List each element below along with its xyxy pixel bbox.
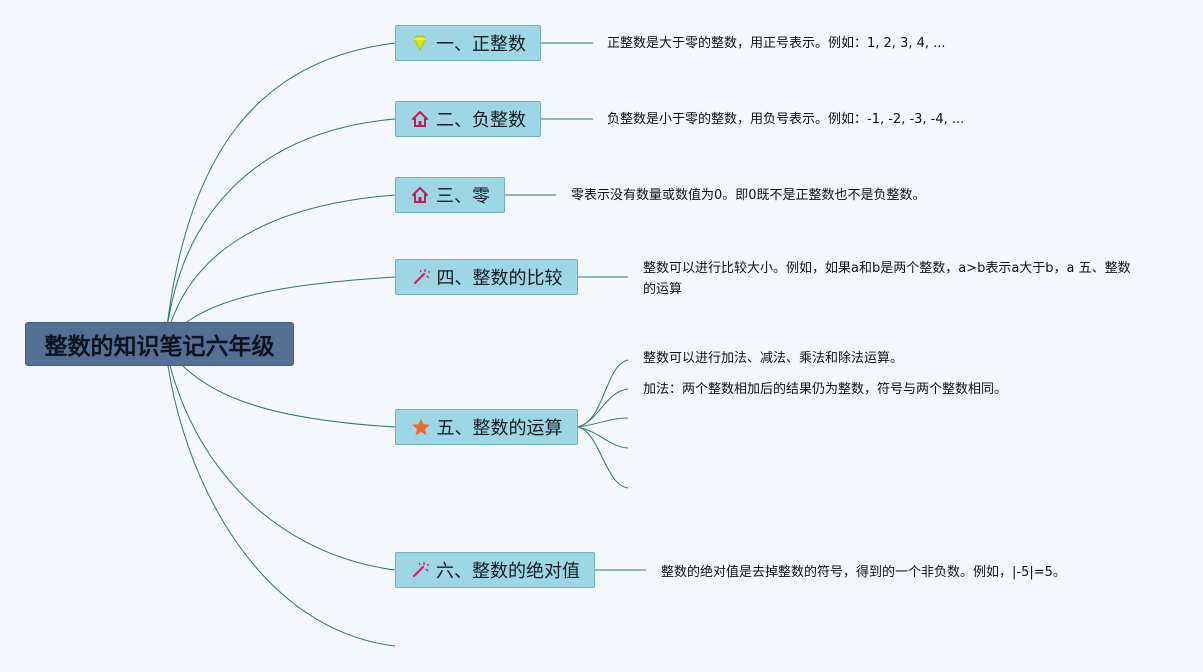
topic-note: 负整数是小于零的整数，用负号表示。例如：-1, -2, -3, -4, ... (607, 112, 965, 127)
topic-label: 四、整数的比较 (436, 268, 563, 289)
magic-wand-icon (412, 562, 429, 578)
topic-label: 三、零 (436, 186, 490, 207)
star-icon (411, 418, 430, 436)
topic-negative-integers[interactable]: 二、负整数 (395, 101, 541, 137)
topic-note: 整数可以进行加法、减法、乘法和除法运算。 (643, 351, 904, 366)
root-topic[interactable]: 整数的知识笔记六年级 (25, 322, 294, 366)
topic-zero[interactable]: 三、零 (395, 177, 505, 213)
topic-note: 整数可以进行比较大小。例如，如果a和b是两个整数，a>b表示a大于b，a 五、整… (643, 261, 1131, 297)
topic-note: 整数的绝对值是去掉整数的符号，得到的一个非负数。例如，|-5|=5。 (661, 565, 1066, 580)
topic-label: 二、负整数 (436, 110, 526, 131)
topic-label: 一、正整数 (436, 34, 526, 55)
topic-absolute-value[interactable]: 六、整数的绝对值 (395, 552, 595, 588)
topic-integer-operations[interactable]: 五、整数的运算 (395, 409, 578, 445)
topic-note: 正整数是大于零的整数，用正号表示。例如：1, 2, 3, 4, ... (607, 36, 946, 51)
house-icon (412, 187, 428, 203)
diamond-icon (413, 35, 427, 52)
house-icon (412, 111, 428, 127)
topic-label: 五、整数的运算 (436, 418, 563, 439)
topic-positive-integers[interactable]: 一、正整数 (395, 25, 541, 61)
topic-label: 六、整数的绝对值 (436, 561, 580, 582)
topic-note: 加法：两个整数相加后的结果仍为整数，符号与两个整数相同。 (643, 382, 1008, 397)
topic-integer-comparison[interactable]: 四、整数的比较 (395, 259, 578, 295)
topic-note: 零表示没有数量或数值为0。即0既不是正整数也不是负整数。 (571, 188, 926, 203)
root-title: 整数的知识笔记六年级 (44, 334, 275, 360)
magic-wand-icon (413, 269, 430, 285)
